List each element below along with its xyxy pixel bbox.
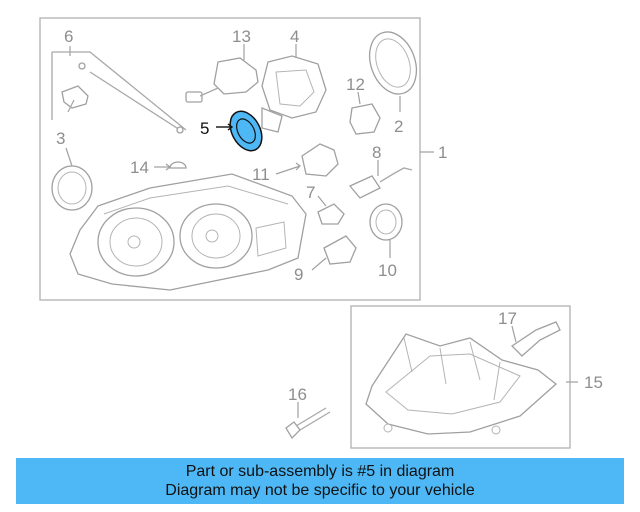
callout-2: 2 [394, 117, 403, 136]
part-11-bulb [275, 143, 339, 177]
part-3-cap [51, 147, 93, 211]
part-12-socket [349, 91, 381, 135]
part-16-bolt [285, 402, 331, 440]
lower-bracket-frame [350, 305, 571, 449]
info-banner: Part or sub-assembly is #5 in diagram Di… [16, 458, 624, 504]
part-14-clip [154, 161, 187, 171]
headlamp-assembly-frame [39, 17, 421, 301]
part-4-module [261, 44, 327, 133]
parts-diagram: 1 2 3 4 5 6 7 8 9 10 11 12 13 14 15 16 1… [39, 17, 603, 449]
part-8-bulb [348, 160, 413, 199]
part-7-bulb [317, 195, 345, 225]
part-6-bracket [51, 46, 187, 134]
headlamp-housing [69, 173, 307, 291]
callout-10: 10 [378, 261, 397, 280]
part-15-bracket [365, 333, 578, 435]
part-13-bulb [185, 44, 259, 103]
callout-6: 6 [64, 27, 73, 46]
callout-1: 1 [438, 143, 447, 162]
part-5-ring [216, 110, 263, 152]
callout-9: 9 [294, 265, 303, 284]
callout-13: 13 [232, 27, 251, 46]
callout-11: 11 [252, 165, 270, 184]
callout-15: 15 [584, 373, 603, 392]
callout-12: 12 [346, 75, 365, 94]
callout-8: 8 [372, 143, 381, 162]
part-17-clip [510, 321, 561, 357]
callout-16: 16 [288, 385, 307, 404]
callout-17: 17 [498, 309, 517, 328]
callout-5: 5 [200, 119, 209, 138]
callout-3: 3 [56, 129, 65, 148]
banner-line-1: Part or sub-assembly is #5 in diagram [185, 463, 455, 480]
callout-14: 14 [130, 158, 149, 177]
callout-4: 4 [290, 27, 299, 46]
part-2-ring [368, 31, 418, 112]
banner-line-2: Diagram may not be specific to your vehi… [165, 482, 475, 499]
part-9-bulb [311, 235, 357, 271]
part-10-socket [369, 203, 403, 258]
callout-7: 7 [306, 183, 315, 202]
